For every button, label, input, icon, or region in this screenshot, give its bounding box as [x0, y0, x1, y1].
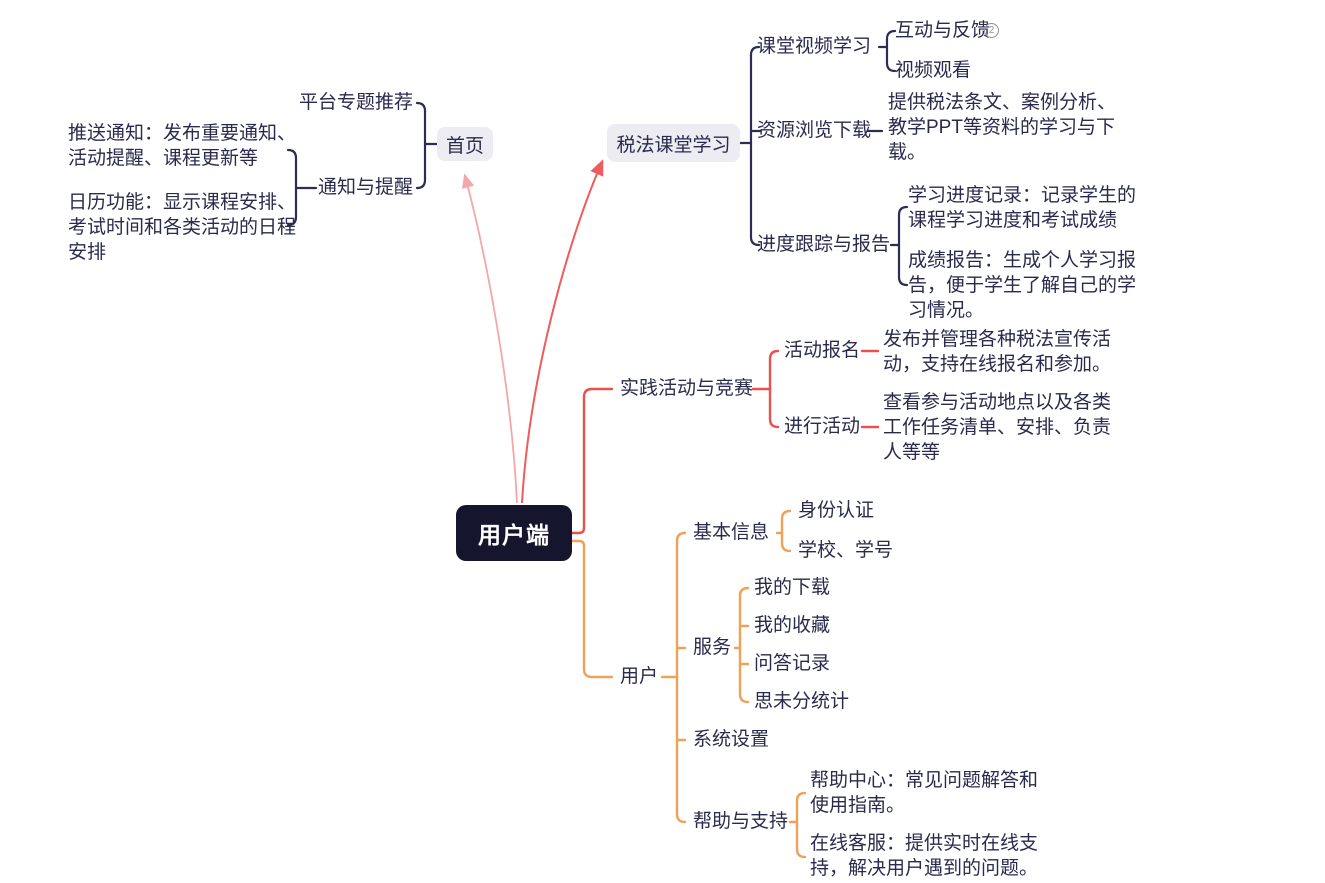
node-activity-run[interactable]: 进行活动: [784, 416, 861, 437]
node-class-video-learning[interactable]: 课堂视频学习: [757, 36, 872, 57]
root-node-label: 用户端: [478, 522, 550, 548]
node-score-report-desc[interactable]: 成绩报告：生成个人学习报 告，便于学生了解自己的学 习情况。: [908, 250, 1137, 321]
practice-branch-connectors: [570, 349, 880, 535]
user-branch-connectors: [570, 509, 807, 859]
node-progress-record-desc[interactable]: 学习进度记录：记录学生的 课程学习进度和考试成绩: [908, 185, 1137, 231]
node-help-center-desc[interactable]: 帮助中心：常见问题解答和 使用指南。: [810, 770, 1039, 816]
node-points-statistics[interactable]: 思未分统计: [754, 691, 850, 712]
node-push-notice-desc[interactable]: 推送通知：发布重要通知、 活动提醒、课程更新等: [68, 123, 297, 169]
root-node-user-client[interactable]: 用户端: [456, 505, 572, 561]
node-identity-auth[interactable]: 身份认证: [798, 500, 875, 521]
node-resource-desc[interactable]: 提供税法条文、案例分析、 教学PPT等资料的学习与下 载。: [888, 92, 1117, 163]
node-activity-signup[interactable]: 活动报名: [784, 340, 861, 361]
node-video-watch[interactable]: 视频观看: [895, 60, 972, 81]
node-progress-tracking-report[interactable]: 进度跟踪与报告: [757, 234, 891, 255]
node-my-downloads[interactable]: 我的下载: [754, 577, 831, 598]
collapsed-count-badge[interactable]: 2: [984, 23, 999, 38]
node-notify-remind[interactable]: 通知与提醒: [318, 177, 414, 198]
node-home[interactable]: 首页: [437, 127, 493, 161]
node-my-favorites[interactable]: 我的收藏: [754, 615, 831, 636]
node-activity-run-desc[interactable]: 查看参与活动地点以及各类 工作任务清单、安排、负责 人等等: [883, 392, 1112, 463]
node-activity-signup-desc[interactable]: 发布并管理各种税法宣传活 动，支持在线报名和参加。: [883, 329, 1112, 375]
node-school-number[interactable]: 学校、学号: [798, 540, 894, 561]
node-practice-activity-contest[interactable]: 实践活动与竞赛: [620, 378, 754, 399]
node-online-service-desc[interactable]: 在线客服：提供实时在线支 持，解决用户遇到的问题。: [810, 833, 1039, 879]
node-service[interactable]: 服务: [693, 637, 732, 658]
relationship-root-to-tax: [521, 159, 604, 504]
node-home-label: 首页: [445, 135, 484, 157]
node-interaction-feedback[interactable]: 互动与反馈: [895, 20, 991, 41]
node-system-settings[interactable]: 系统设置: [693, 729, 770, 750]
node-basic-info[interactable]: 基本信息: [693, 522, 770, 543]
node-qa-records[interactable]: 问答记录: [754, 653, 831, 674]
home-branch-connectors: [286, 101, 439, 227]
node-tax-class-learning[interactable]: 税法课堂学习: [607, 124, 740, 162]
node-user[interactable]: 用户: [620, 666, 659, 687]
node-tax-class-label: 税法课堂学习: [616, 134, 731, 156]
node-help-support[interactable]: 帮助与支持: [693, 811, 789, 832]
node-platform-topic[interactable]: 平台专题推荐: [299, 92, 414, 113]
relationship-root-to-home: [461, 173, 518, 504]
node-resource-browse-download[interactable]: 资源浏览下载: [757, 120, 872, 141]
tax-branch-connectors: [738, 29, 909, 287]
node-calendar-desc[interactable]: 日历功能：显示课程安排、 考试时间和各类活动的日程 安排: [68, 192, 297, 263]
